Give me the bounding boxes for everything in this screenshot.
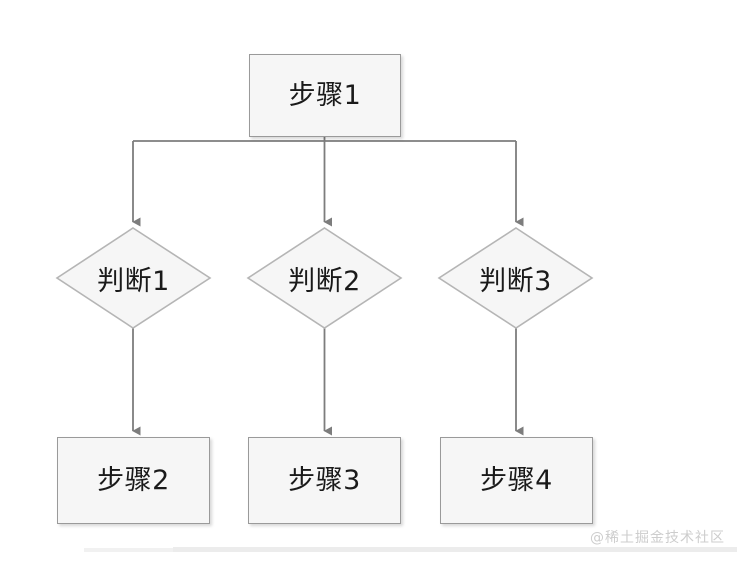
footer-partial-shape-left <box>84 548 174 552</box>
node-check3-label: 判断3 <box>479 265 552 297</box>
node-check2[interactable]: 判断2 <box>248 228 401 328</box>
node-step1[interactable]: 步骤1 <box>249 54 401 137</box>
node-check1-label: 判断1 <box>97 265 170 297</box>
watermark: @稀土掘金技术社区 <box>590 530 725 546</box>
node-step3-label: 步骤3 <box>288 465 361 496</box>
node-check1[interactable]: 判断1 <box>57 228 210 328</box>
node-step2-label: 步骤2 <box>97 465 170 496</box>
node-check3-shape <box>437 227 594 329</box>
node-step4-label: 步骤4 <box>480 465 553 496</box>
node-step4[interactable]: 步骤4 <box>440 437 593 524</box>
footer-partial-shape-right <box>173 547 737 552</box>
node-check1-shape <box>55 227 212 329</box>
node-check3[interactable]: 判断3 <box>439 228 592 328</box>
node-step1-label: 步骤1 <box>288 80 362 111</box>
node-check2-label: 判断2 <box>288 265 361 297</box>
node-step2[interactable]: 步骤2 <box>57 437 210 524</box>
edge-step1-bus <box>133 137 516 142</box>
node-check2-shape <box>246 227 403 329</box>
node-step3[interactable]: 步骤3 <box>248 437 401 524</box>
